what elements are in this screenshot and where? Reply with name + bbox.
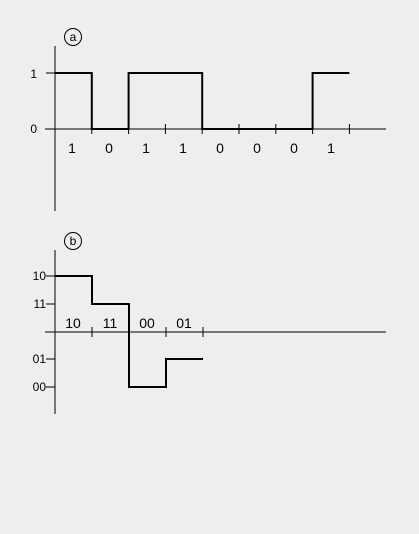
panel-b-ylabel-10: 10 <box>33 269 47 283</box>
panel-a-bit-label-6: 0 <box>253 140 261 156</box>
panel-b-waveform <box>55 275 203 388</box>
panel-a-bit-labels: 1 0 1 1 0 0 0 1 <box>68 140 335 156</box>
panel-b-ylabel-11: 11 <box>34 297 47 311</box>
panel-a-bit-label-8: 1 <box>327 140 335 156</box>
panel-b-symbol-label-4: 01 <box>176 315 192 331</box>
panel-b-marker-circle <box>64 232 82 250</box>
panel-b-ylabel-01: 01 <box>33 352 47 366</box>
panel-a-bit-label-5: 0 <box>216 140 224 156</box>
panel-b-symbol-label-1: 10 <box>65 315 81 331</box>
panel-b-symbol-label-3: 00 <box>139 315 155 331</box>
panel-a-bit-label-1: 1 <box>68 140 76 156</box>
panel-b-symbol-label-2: 11 <box>103 315 118 331</box>
panel-a-bit-label-2: 0 <box>105 140 113 156</box>
panel-a-label: a <box>70 30 77 44</box>
panel-b-symbol-labels: 10 11 00 01 <box>65 315 192 331</box>
panel-a-bit-label-7: 0 <box>290 140 298 156</box>
panel-b: b 10 11 01 00 10 11 00 01 <box>33 232 386 414</box>
panel-b-ylabel-00: 00 <box>33 380 47 394</box>
panel-a-bit-label-3: 1 <box>142 140 150 156</box>
panel-a-ylabel-0: 0 <box>30 122 37 136</box>
panel-a-waveform <box>55 72 350 130</box>
panel-a-bit-label-4: 1 <box>179 140 187 156</box>
panel-a-marker-circle <box>64 28 82 46</box>
panel-a-ylabel-1: 1 <box>30 67 37 81</box>
panel-a: a 1 0 1 0 1 1 0 0 0 1 <box>30 28 386 211</box>
panel-b-label: b <box>70 234 77 248</box>
